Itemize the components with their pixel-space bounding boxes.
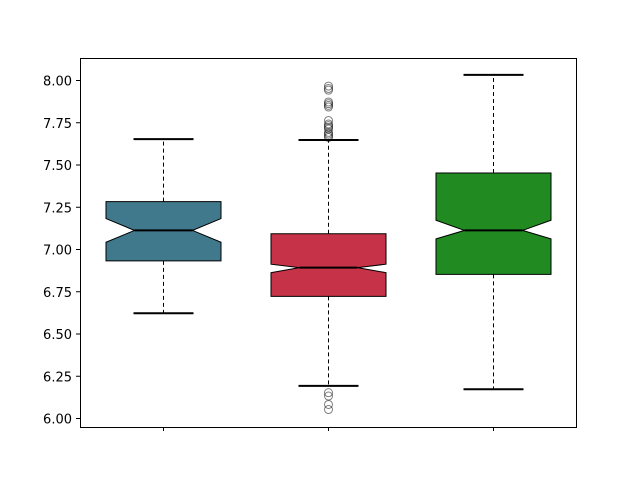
outlier-point [324, 85, 333, 95]
x-axis [163, 427, 494, 431]
box-2 [270, 81, 387, 415]
y-tick-label: 6.00 [43, 413, 72, 428]
y-tick-label: 7.50 [43, 159, 72, 174]
outlier-point [324, 399, 333, 409]
outlier-point [324, 132, 333, 142]
boxes [105, 73, 552, 415]
outlier-point [324, 81, 333, 91]
y-tick-label: 6.75 [43, 286, 72, 301]
y-tick-label: 7.00 [43, 244, 72, 259]
box-body [435, 172, 552, 275]
y-tick-label: 7.75 [43, 117, 72, 132]
y-axis: 6.00 6.25 6.50 6.75 7.00 7.25 7.50 7.75 8.00 [43, 75, 80, 428]
y-tick-label: 7.25 [43, 201, 72, 216]
y-tick-label: 8.00 [43, 75, 72, 90]
box-body [270, 233, 387, 297]
outlier-point [324, 388, 333, 398]
outlier-point [324, 102, 333, 112]
box-3 [435, 73, 552, 391]
y-tick-label: 6.25 [43, 370, 72, 385]
box-1 [105, 138, 222, 315]
y-tick-label: 6.50 [43, 328, 72, 343]
outlier-point [324, 405, 333, 415]
